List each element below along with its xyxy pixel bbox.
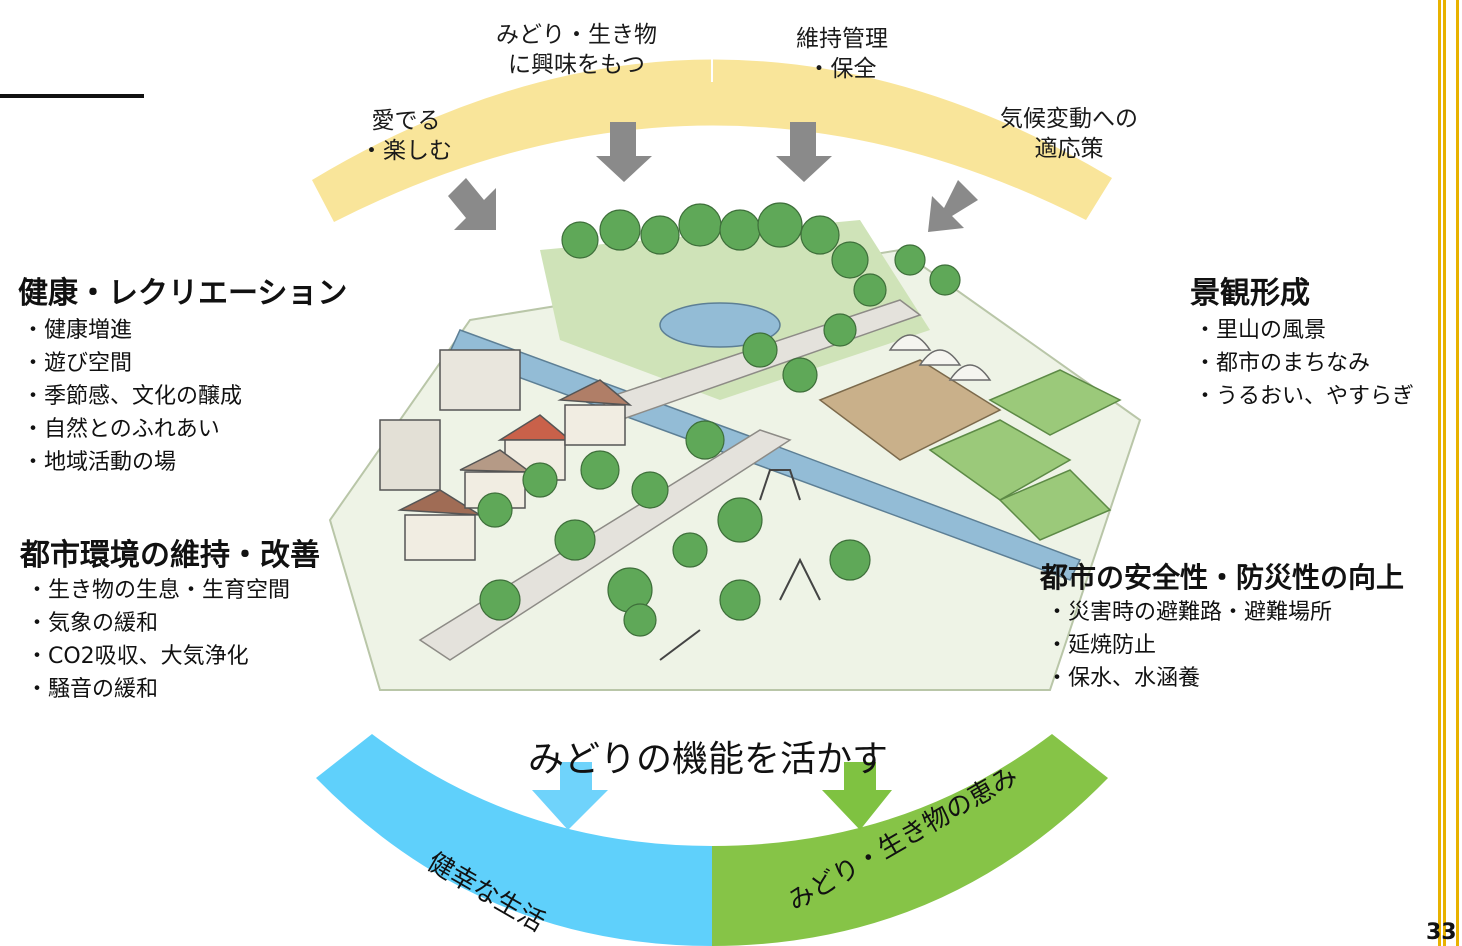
down-arrow-icon-1 xyxy=(448,178,496,230)
section-title: 都市環境の維持・改善 xyxy=(20,538,320,573)
section-title: 健康・レクリエーション xyxy=(18,276,348,311)
center-title: みどりの機能を活かす xyxy=(528,739,889,780)
section-item: ・気象の緩和 xyxy=(26,611,159,636)
farm-fields xyxy=(818,359,1122,541)
section-item: ・うるおい、やすらぎ xyxy=(1194,384,1415,409)
right-section-safety: 都市の安全性・防災性の向上 ・災害時の避難路・避難場所 ・延焼防止 ・保水、水涵… xyxy=(1040,560,1404,695)
down-arrow-icon-3 xyxy=(776,122,832,182)
section-item: ・地域活動の場 xyxy=(22,450,177,475)
page-number: 33 xyxy=(1426,920,1457,945)
trees xyxy=(477,202,961,637)
greenhouses xyxy=(888,334,992,381)
down-arrow-icon-2 xyxy=(596,122,652,182)
top-arc-label-right: 気候変動への 適応策 xyxy=(1000,106,1138,162)
section-item: ・健康増進 xyxy=(22,318,133,343)
section-item: ・保水、水涵養 xyxy=(1046,666,1201,691)
top-arc xyxy=(312,59,1112,223)
section-item: ・都市のまちなみ xyxy=(1194,351,1371,376)
down-arrow-icon-green xyxy=(822,762,892,830)
section-title: 都市の安全性・防災性の向上 xyxy=(1040,561,1405,594)
section-item: ・生き物の生息・生育空間 xyxy=(26,578,291,603)
section-item: ・CO2吸収、大気浄化 xyxy=(26,644,249,669)
section-item: ・災害時の避難路・避難場所 xyxy=(1046,600,1333,625)
bottom-right-arc xyxy=(712,734,1108,946)
header-rule xyxy=(0,94,144,98)
section-title: 景観形成 xyxy=(1190,276,1310,311)
houses xyxy=(379,349,633,561)
top-arc-label-center-left: みどり・生き物 に興味をもつ xyxy=(496,22,657,78)
down-arrow-icon-blue xyxy=(532,762,608,830)
bottom-left-arc xyxy=(316,734,712,946)
section-item: ・遊び空間 xyxy=(22,351,133,376)
section-item: ・里山の風景 xyxy=(1194,318,1327,343)
right-section-landscape: 景観形成 ・里山の風景 ・都市のまちなみ ・うるおい、やすらぎ xyxy=(1190,276,1414,413)
left-section-health: 健康・レクリエーション ・健康増進 ・遊び空間 ・季節感、文化の醸成 ・自然との… xyxy=(18,276,347,479)
page-border-right xyxy=(1436,0,1462,946)
down-arrow-icon-4 xyxy=(928,180,978,232)
left-section-environment: 都市環境の維持・改善 ・生き物の生息・生育空間 ・気象の緩和 ・CO2吸収、大気… xyxy=(20,538,320,706)
section-item: ・騒音の緩和 xyxy=(26,677,159,702)
section-item: ・季節感、文化の醸成 xyxy=(22,384,243,409)
section-item: ・延焼防止 xyxy=(1046,633,1157,658)
top-arc-label-center-right: 維持管理 ・保全 xyxy=(796,26,888,82)
section-item: ・自然とのふれあい xyxy=(22,417,220,442)
playground xyxy=(659,469,821,661)
top-arc-label-left: 愛でる ・楽しむ xyxy=(360,108,452,164)
